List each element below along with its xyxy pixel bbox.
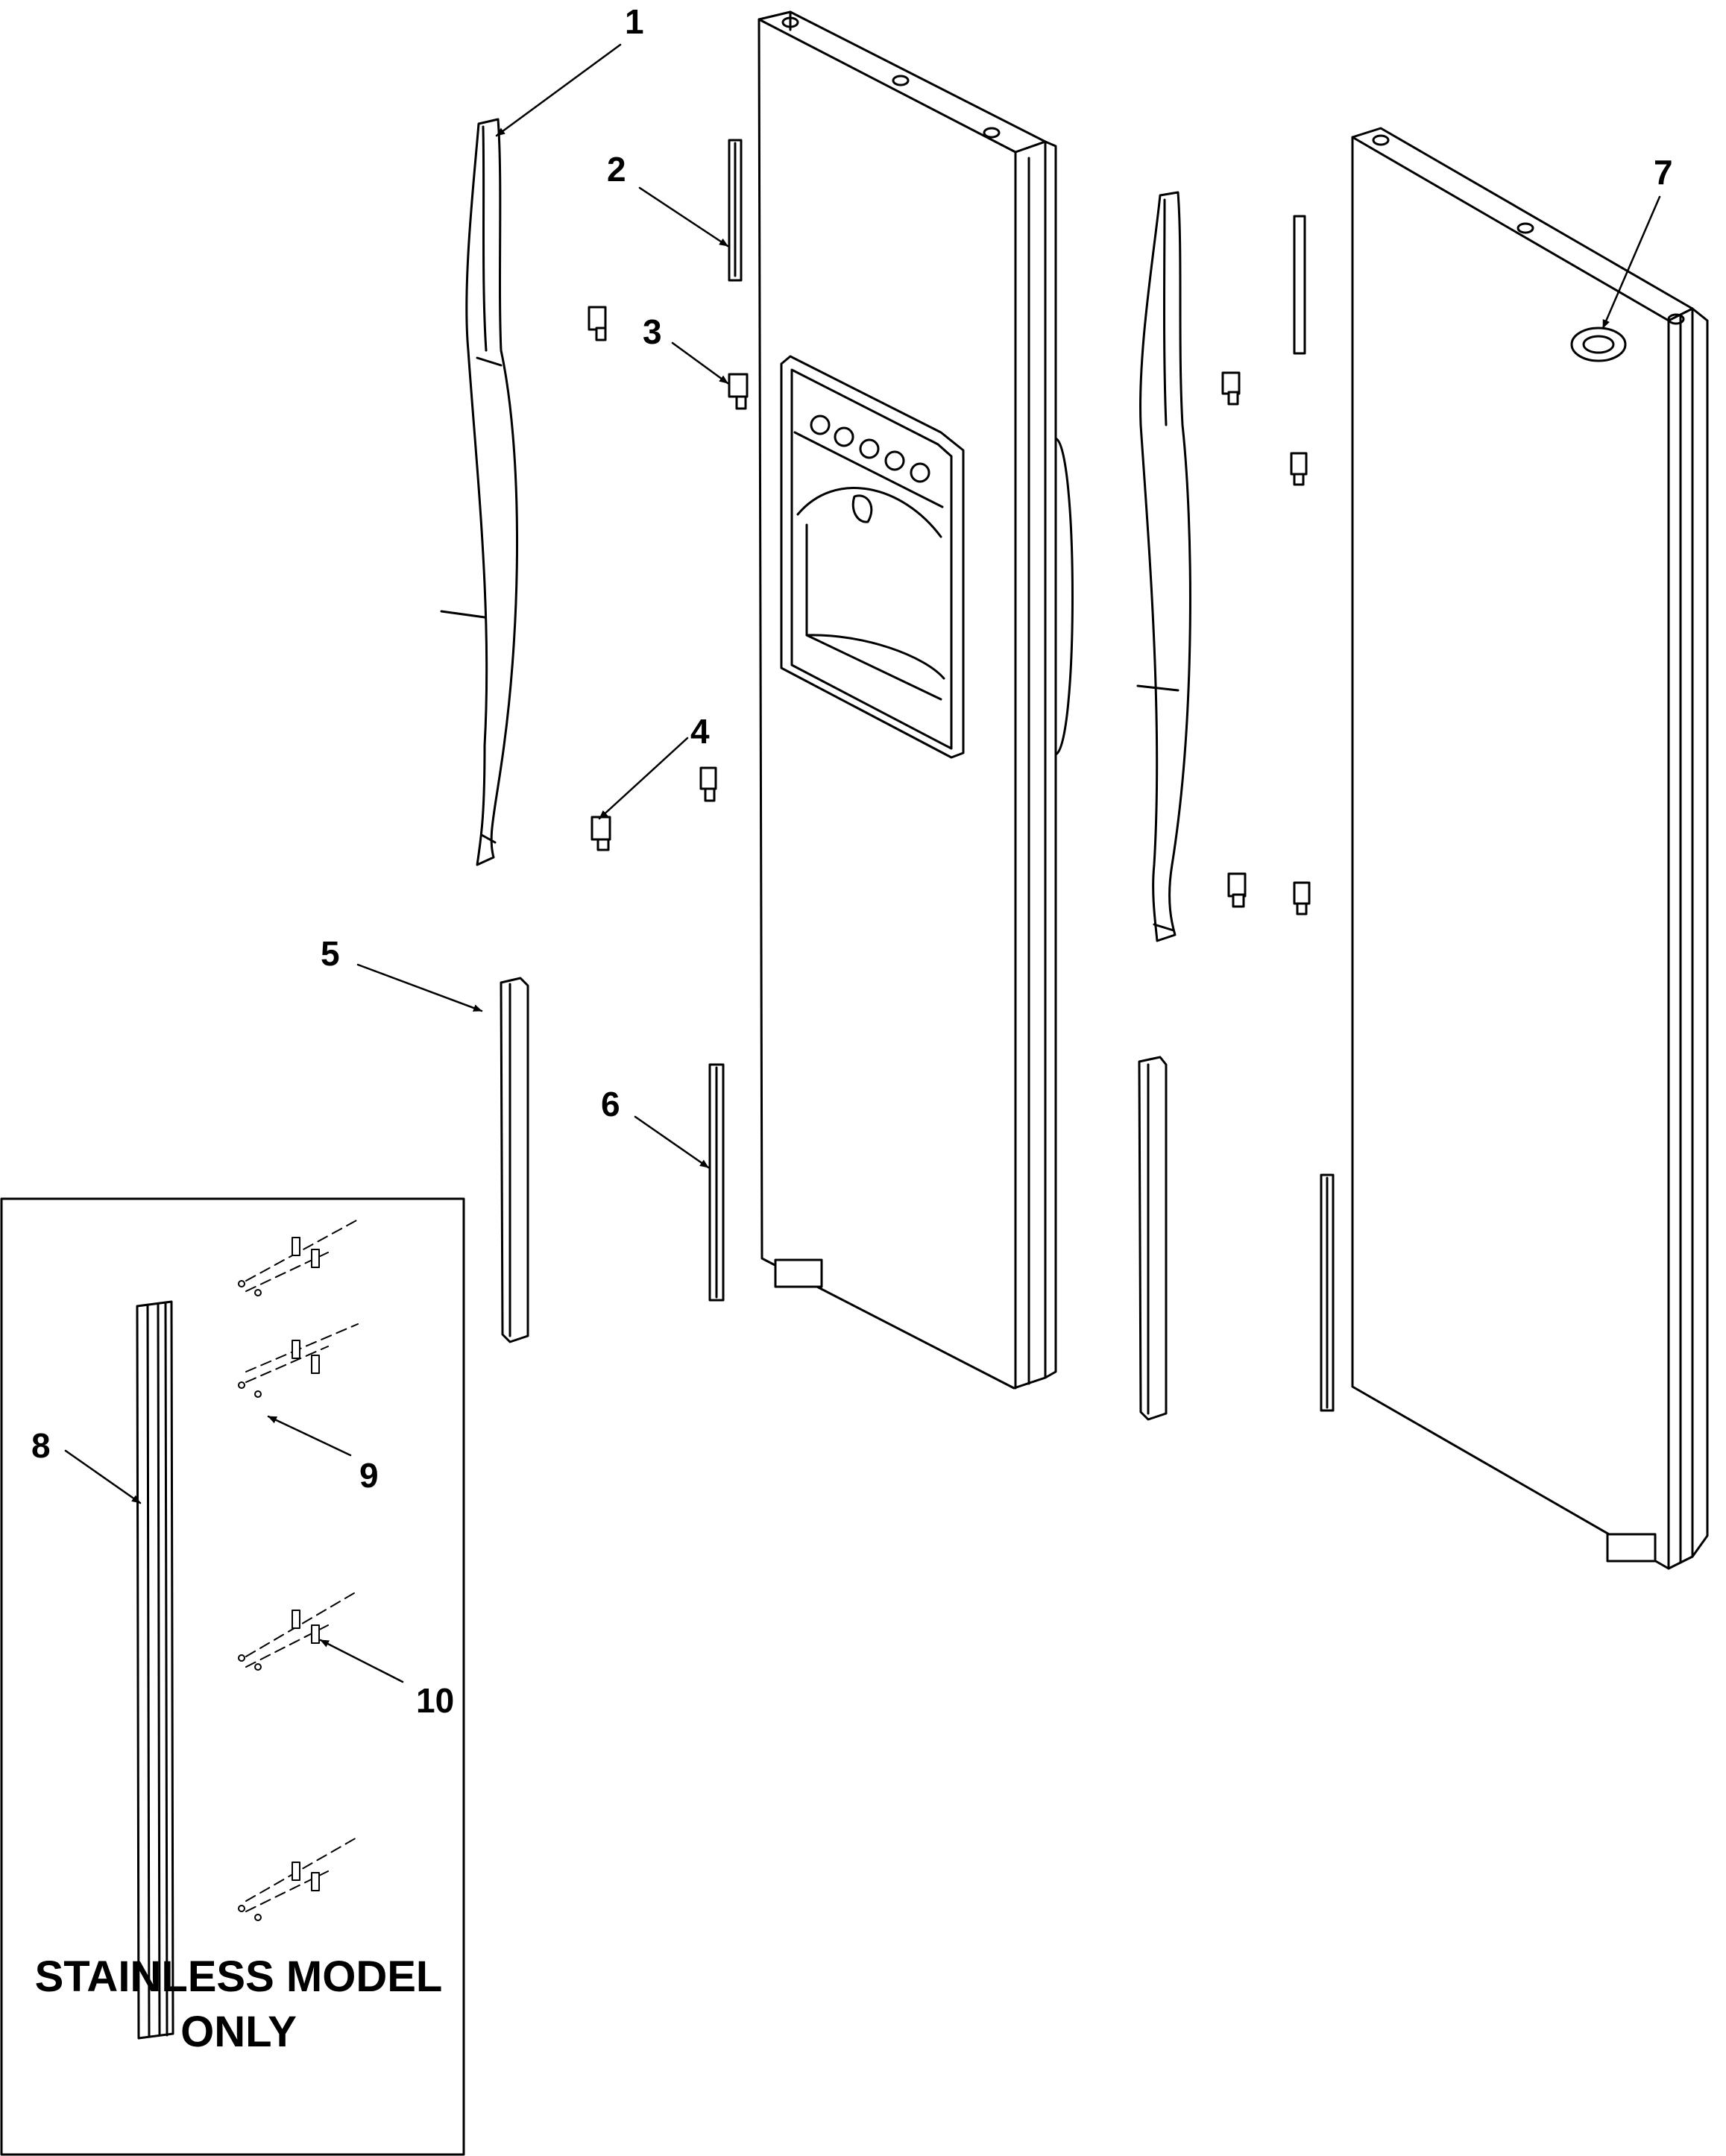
leader-lines [64, 43, 1661, 1683]
freezer-door [758, 10, 1074, 1390]
callout-6: 6 [601, 1085, 620, 1123]
left-door-handle [440, 118, 518, 866]
fresh-food-door [1351, 127, 1709, 1570]
inset-caption: STAINLESS MODEL ONLY [15, 1949, 462, 2059]
door-trim-strip-bottom [708, 1063, 725, 1302]
handle-clip-upper [588, 306, 749, 410]
callout-3: 3 [643, 312, 662, 351]
handle-clip-lower [590, 766, 717, 851]
mounting-bracket-set [238, 1219, 359, 1921]
inset-caption-line1: STAINLESS MODEL [34, 1952, 443, 2001]
callout-7: 7 [1654, 153, 1673, 192]
callout-4: 4 [690, 712, 710, 751]
callout-10: 10 [416, 1681, 455, 1720]
door-trim-piece-left [500, 977, 529, 1343]
callout-2: 2 [607, 150, 626, 189]
inset-caption-line2: ONLY [180, 2007, 297, 2056]
right-door-handle [1136, 191, 1191, 942]
callout-5: 5 [321, 934, 340, 973]
callout-9: 9 [359, 1456, 379, 1495]
callout-8: 8 [31, 1426, 51, 1465]
callout-1: 1 [625, 2, 644, 41]
door-trim-strip-top [728, 139, 743, 282]
stainless-trim-extrusion [136, 1300, 174, 2040]
dispenser-panel [780, 355, 965, 759]
right-door-fittings [1138, 215, 1335, 1421]
stainless-inset-box [0, 1197, 465, 2156]
